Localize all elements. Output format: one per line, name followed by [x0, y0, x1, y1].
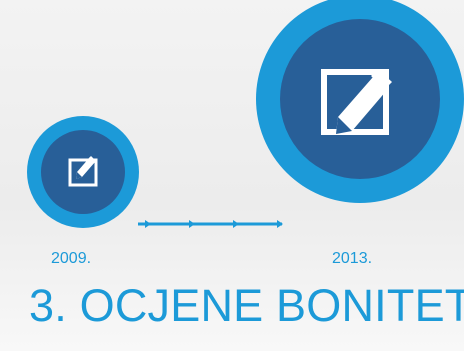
timeline-year-2013: 2013.: [332, 250, 373, 267]
timeline-arrow: [277, 220, 283, 228]
timeline-node-2009: [27, 116, 139, 228]
timeline-node-2013: [256, 0, 464, 203]
timeline-arrow: [233, 220, 239, 228]
edit-note-icon: [321, 69, 392, 135]
timeline-arrow: [145, 220, 151, 228]
edit-note-icon: [68, 156, 98, 187]
section-title: 3. OCJENE BONITET: [29, 280, 464, 331]
timeline-year-2009: 2009.: [51, 250, 92, 267]
timeline-arrows: [145, 220, 283, 228]
timeline-arrow: [189, 220, 195, 228]
